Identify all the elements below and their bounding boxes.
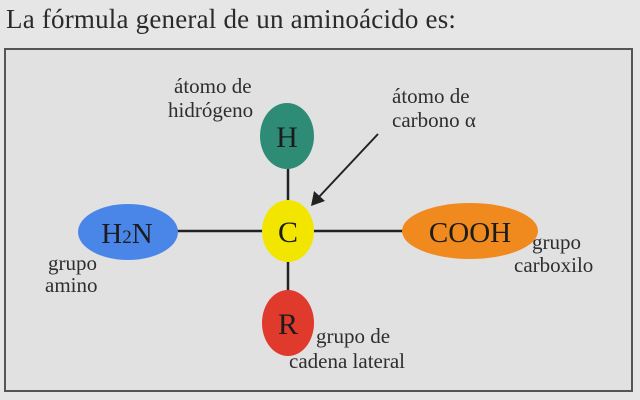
hydrogen-node: H [260,103,314,169]
hydrogen-ellipse [260,103,314,169]
hydrogen-label-line1: átomo de [174,74,252,98]
carbon-ellipse [262,200,314,262]
carbon-label-line2: carbono α [392,108,476,132]
side-chain-ellipse [262,290,314,356]
amino-ellipse [78,204,178,260]
carboxyl-label-line1: grupo [532,230,581,254]
carboxyl-node: COOH [402,203,538,259]
side-chain-node: R [262,290,314,356]
carbon-symbol: C [278,216,298,249]
carboxyl-ellipse [402,203,538,259]
hydrogen-symbol: H [276,121,298,154]
amino-node: H2N [78,204,178,260]
carbon-node: C [262,200,314,262]
side-chain-symbol: R [278,308,298,341]
heading: La fórmula general de un aminoácido es: [6,4,457,34]
side-chain-label-line1: grupo de [316,324,390,348]
hydrogen-label-line2: hidrógeno [168,98,253,122]
amino-label-line2: amino [45,273,98,297]
carboxyl-label-line2: carboxilo [514,253,593,277]
amino-symbol: H2N [101,218,152,250]
carboxyl-symbol: COOH [429,217,511,249]
side-chain-label-line2: cadena lateral [289,349,405,373]
carbon-label-line1: átomo de [392,84,470,108]
amino-label-line1: grupo [48,251,97,275]
carbon-pointer-arrow [311,133,379,206]
